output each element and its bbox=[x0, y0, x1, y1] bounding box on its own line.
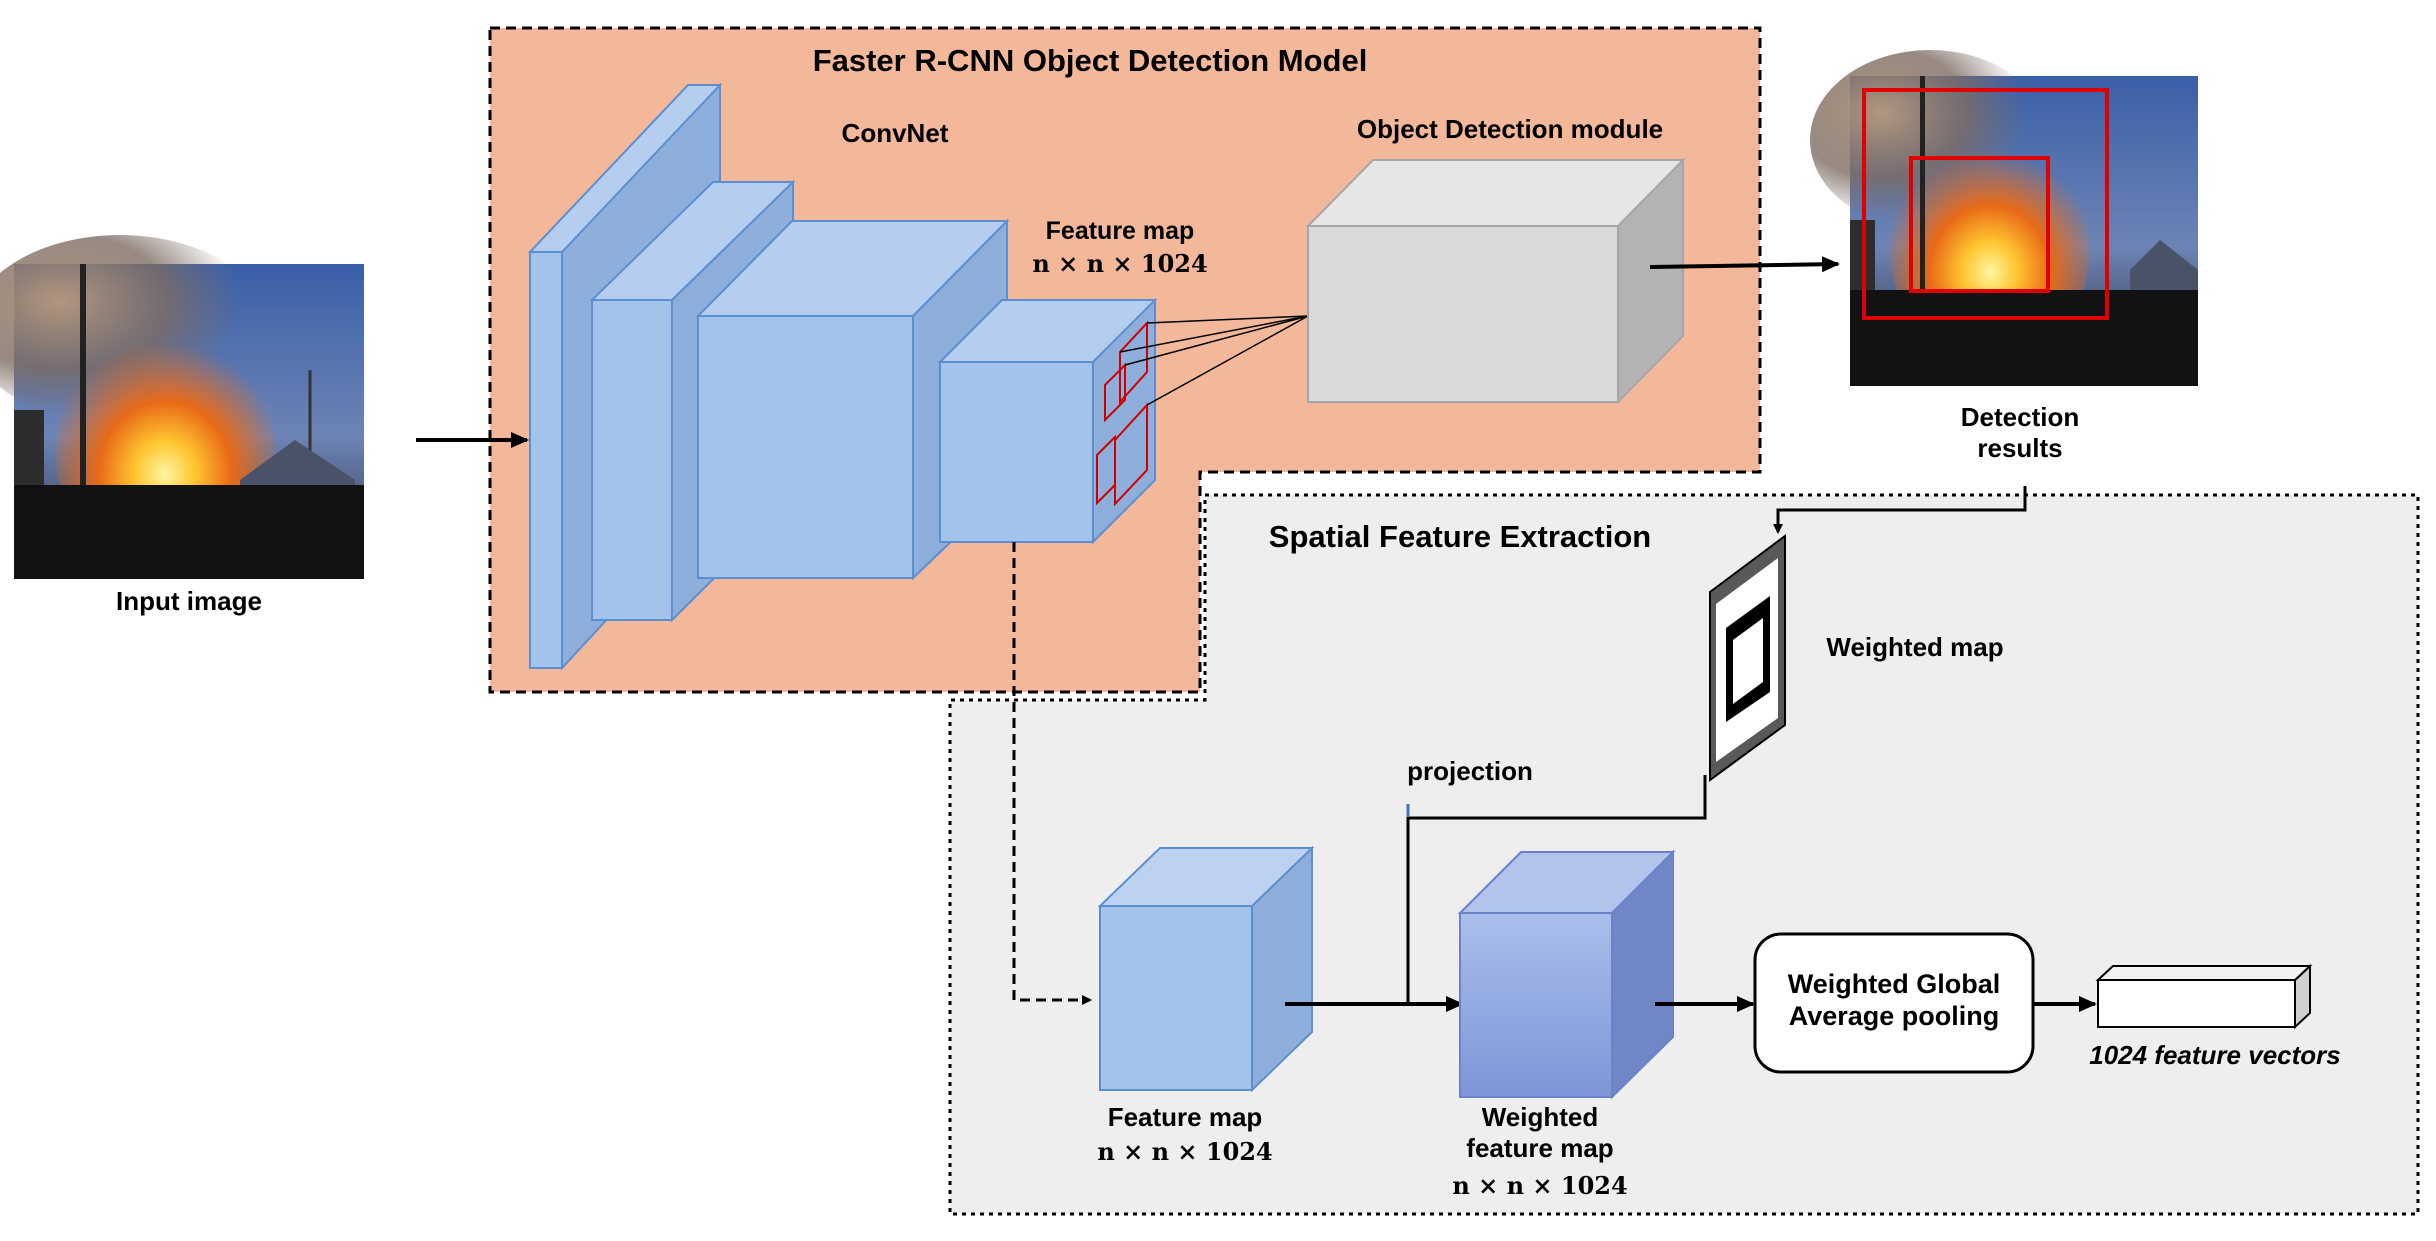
top-feature-map-dims: n × n × 1024 bbox=[1032, 249, 1208, 278]
top-feature-map-label: Feature map bbox=[1045, 217, 1195, 245]
roi-connector-lines bbox=[1119, 315, 1309, 406]
pooling-line2: Average pooling bbox=[1788, 1001, 2000, 1032]
weighted-feature-map-line1: Weighted bbox=[1481, 1102, 1599, 1132]
detection-results-image bbox=[1810, 50, 2198, 386]
faster-rcnn-title: Faster R-CNN Object Detection Model bbox=[812, 43, 1368, 78]
feature-vectors-label: 1024 feature vectors bbox=[2089, 1040, 2341, 1070]
input-image bbox=[0, 235, 364, 579]
weighted-map-label: Weighted map bbox=[1826, 632, 2004, 662]
proposal-boxes bbox=[1096, 320, 1148, 507]
input-image-label: Input image bbox=[116, 586, 262, 616]
weighted-feature-map-dims: n × n × 1024 bbox=[1452, 1171, 1628, 1200]
feature-map-dashed-link bbox=[1012, 542, 1092, 1005]
detection-results-line1: Detection bbox=[1960, 402, 2080, 432]
detection-to-results-arrow bbox=[1649, 256, 1840, 273]
convnet-layers bbox=[527, 82, 1158, 671]
bottom-feature-map-dims: n × n × 1024 bbox=[1097, 1137, 1273, 1166]
weighted-feature-map-cube bbox=[1457, 849, 1676, 1100]
weighted-feature-map-label: Weighted feature map bbox=[1445, 1102, 1635, 1164]
bottom-feature-map-label: Feature map bbox=[1107, 1102, 1263, 1132]
spatial-extraction-title: Spatial Feature Extraction bbox=[1268, 519, 1652, 554]
object-detection-module bbox=[1305, 157, 1686, 405]
spatial-extraction-panel bbox=[948, 493, 2420, 1216]
projection-line bbox=[1406, 775, 1707, 1004]
projection-label: projection bbox=[1407, 756, 1533, 786]
convnet-label: ConvNet bbox=[841, 118, 949, 148]
detection-results-line2: results bbox=[1977, 433, 2063, 464]
bottom-feature-map-cube bbox=[1097, 845, 1315, 1093]
bbox-outer bbox=[1862, 88, 2109, 320]
pooling-label: Weighted Global Average pooling bbox=[1755, 968, 2033, 1033]
pooling-line1: Weighted Global bbox=[1787, 969, 2001, 999]
results-to-weighted-map-line bbox=[1773, 486, 2027, 534]
object-detection-module-label: Object Detection module bbox=[1356, 114, 1664, 144]
feature-vector-bar bbox=[2095, 963, 2313, 1030]
detection-results-label: Detection results bbox=[1920, 402, 2120, 464]
weighted-map bbox=[1709, 534, 1786, 782]
bbox-inner bbox=[1909, 156, 2050, 293]
weighted-feature-map-line2: feature map bbox=[1466, 1133, 1614, 1164]
